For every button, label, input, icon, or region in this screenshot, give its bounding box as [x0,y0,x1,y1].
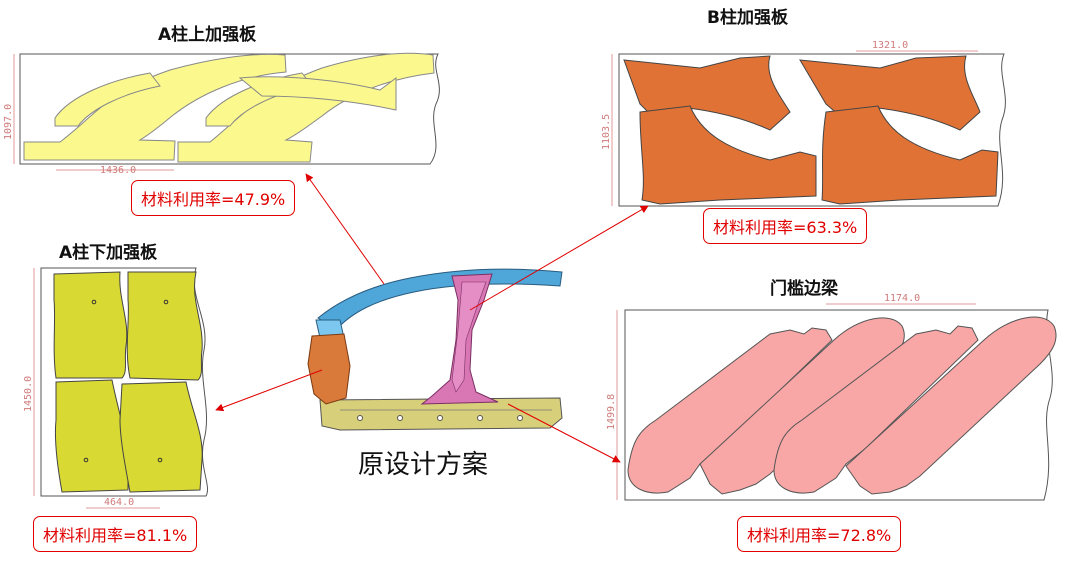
design-caption: 原设计方案 [358,450,489,480]
a-pillar-lower-title: A柱下加强板 [59,243,158,263]
callout-arrows [215,173,649,463]
a-pillar-lower-utilization-callout: 材料利用率=81.1% [33,516,198,552]
a-pillar-upper-title: A柱上加强板 [158,25,257,45]
a-pillar-upper-dim-height: 1097.0 [3,104,14,140]
b-pillar-utilization-callout: 材料利用率=63.3% [703,208,868,244]
b-pillar-dim-width: 1321.0 [872,40,908,51]
b-pillar-title: B柱加强板 [707,8,788,28]
b-pillar-part-2 [639,105,817,205]
sill-part-4 [845,316,1057,495]
a-pillar-lower-dim-width: 464.0 [104,497,134,508]
sill-utilization-callout: 材料利用率=72.8% [737,516,902,552]
a-pillar-upper-dim-width: 1436.0 [100,165,136,176]
a-pillar-lower-part-1 [53,271,128,379]
b-pillar-layout: 1321.0 1103.5 [601,40,1006,207]
sill-part-3 [773,325,979,494]
arrow-to-b-pillar [469,205,649,311]
b-pillar-part-4 [821,105,999,205]
a-pillar-lower-dim-height: 1450.0 [23,376,34,412]
a-pillar-upper-layout: 1097.0 1436.0 [3,52,440,176]
body-side-frame [307,268,563,431]
sill-dim-width: 1174.0 [884,293,920,304]
a-pillar-lower-part-4 [119,381,203,493]
sill-title: 门槛边梁 [770,279,838,299]
a-pillar-lower-layout: 1450.0 464.0 [23,267,208,509]
a-pillar-lower-part-2 [126,271,203,381]
sill-dim-height: 1499.8 [606,394,617,430]
sill-part-1 [627,327,833,494]
arrow-to-a-pillar-upper [305,173,385,285]
a-pillar-upper-utilization-callout: 材料利用率=47.9% [131,180,296,216]
sill-part-2 [699,317,905,495]
arrow-to-sill [507,403,621,463]
b-pillar-dim-height: 1103.5 [601,114,612,150]
arrow-to-a-pillar-lower [215,369,323,412]
sill-layout: 1174.0 1499.8 [606,293,1057,501]
